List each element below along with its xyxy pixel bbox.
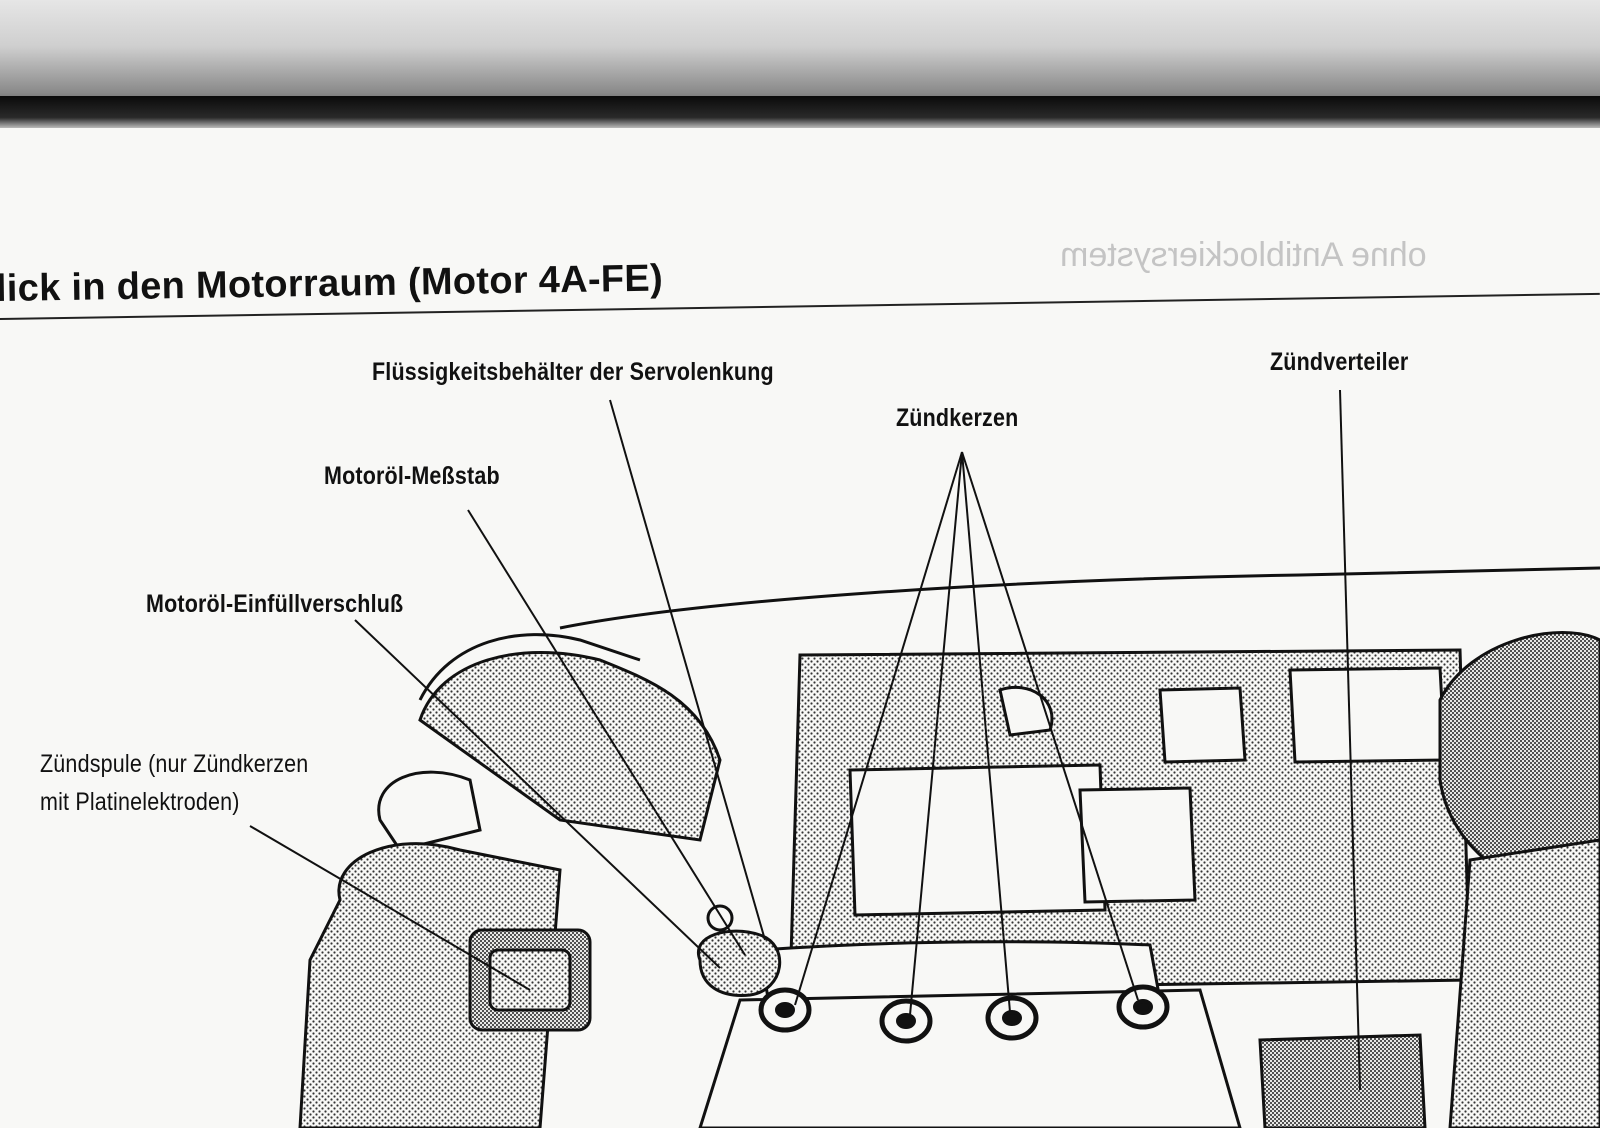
label-power-steering-reservoir: Flüssigkeitsbehälter der Servolenkung (372, 358, 774, 386)
engine-body (298, 631, 1600, 1128)
label-ignition-coil-line2: mit Platinelektroden) (40, 788, 240, 816)
oil-filler-cap (696, 904, 782, 997)
leader-lines (249, 389, 1361, 1091)
label-oil-filler-cap: Motoröl-Einfüllverschluß (146, 590, 404, 618)
label-distributor: Zündverteiler (1270, 348, 1409, 376)
ignition-coil (468, 928, 592, 1032)
label-ignition-coil-line1: Zündspule (nur Zündkerzen (40, 750, 309, 778)
label-spark-plugs: Zündkerzen (896, 404, 1019, 432)
book-edge (0, 96, 1600, 132)
label-oil-dipstick: Motoröl-Meßstab (324, 462, 500, 490)
hood-outline (418, 566, 1600, 701)
